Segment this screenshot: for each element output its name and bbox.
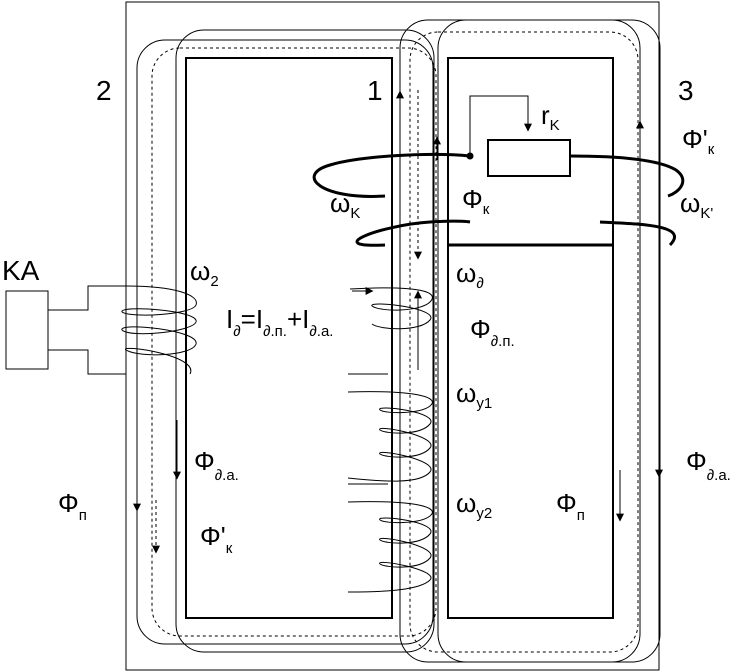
label-phi-da-right: Φ∂.а. (686, 446, 731, 484)
label-omega-d: ω∂ (456, 258, 484, 292)
label-omega-k: ωK (330, 188, 360, 222)
winding-omega-d (349, 287, 433, 330)
flux-arrows (133, 90, 663, 554)
ka-device (5, 285, 126, 375)
winding-omega-y1 (347, 373, 433, 482)
label-phi-da-left: Φ∂.а. (194, 446, 239, 484)
label-phi-dp: Φ∂.п. (470, 314, 515, 350)
label-phi-k-prime-top: Φ'к (682, 124, 715, 158)
label-phi-k-prime-bottom: Φ'к (200, 521, 233, 557)
label-omega-y2: ωy2 (456, 488, 492, 522)
label-omega-y1: ωy1 (456, 378, 492, 412)
transformer-core (125, 1, 660, 671)
winding-omega-2 (121, 285, 197, 375)
label-2: 2 (96, 75, 112, 106)
flux-loops (136, 19, 661, 663)
winding-omega-k (312, 152, 685, 247)
winding-omega-y2 (347, 483, 433, 593)
label-phi-p-left: Φп (58, 488, 87, 524)
label-1: 1 (367, 75, 383, 106)
resistor-rk (466, 95, 571, 177)
diagram-labels: 2 1 3 KA rK Φ'к ωK Φк ωK' ω2 ω∂ I∂=I∂.п.… (2, 75, 731, 557)
label-ka: KA (2, 255, 40, 286)
label-3: 3 (678, 75, 694, 106)
label-omega-2: ω2 (190, 256, 219, 290)
label-current-equation: I∂=I∂.п.+I∂.а. (226, 304, 333, 340)
label-rk: rK (541, 100, 560, 134)
label-omega-k-prime: ωK' (680, 188, 713, 222)
label-phi-p-right: Φп (556, 488, 585, 524)
label-phi-k: Φк (462, 184, 490, 218)
